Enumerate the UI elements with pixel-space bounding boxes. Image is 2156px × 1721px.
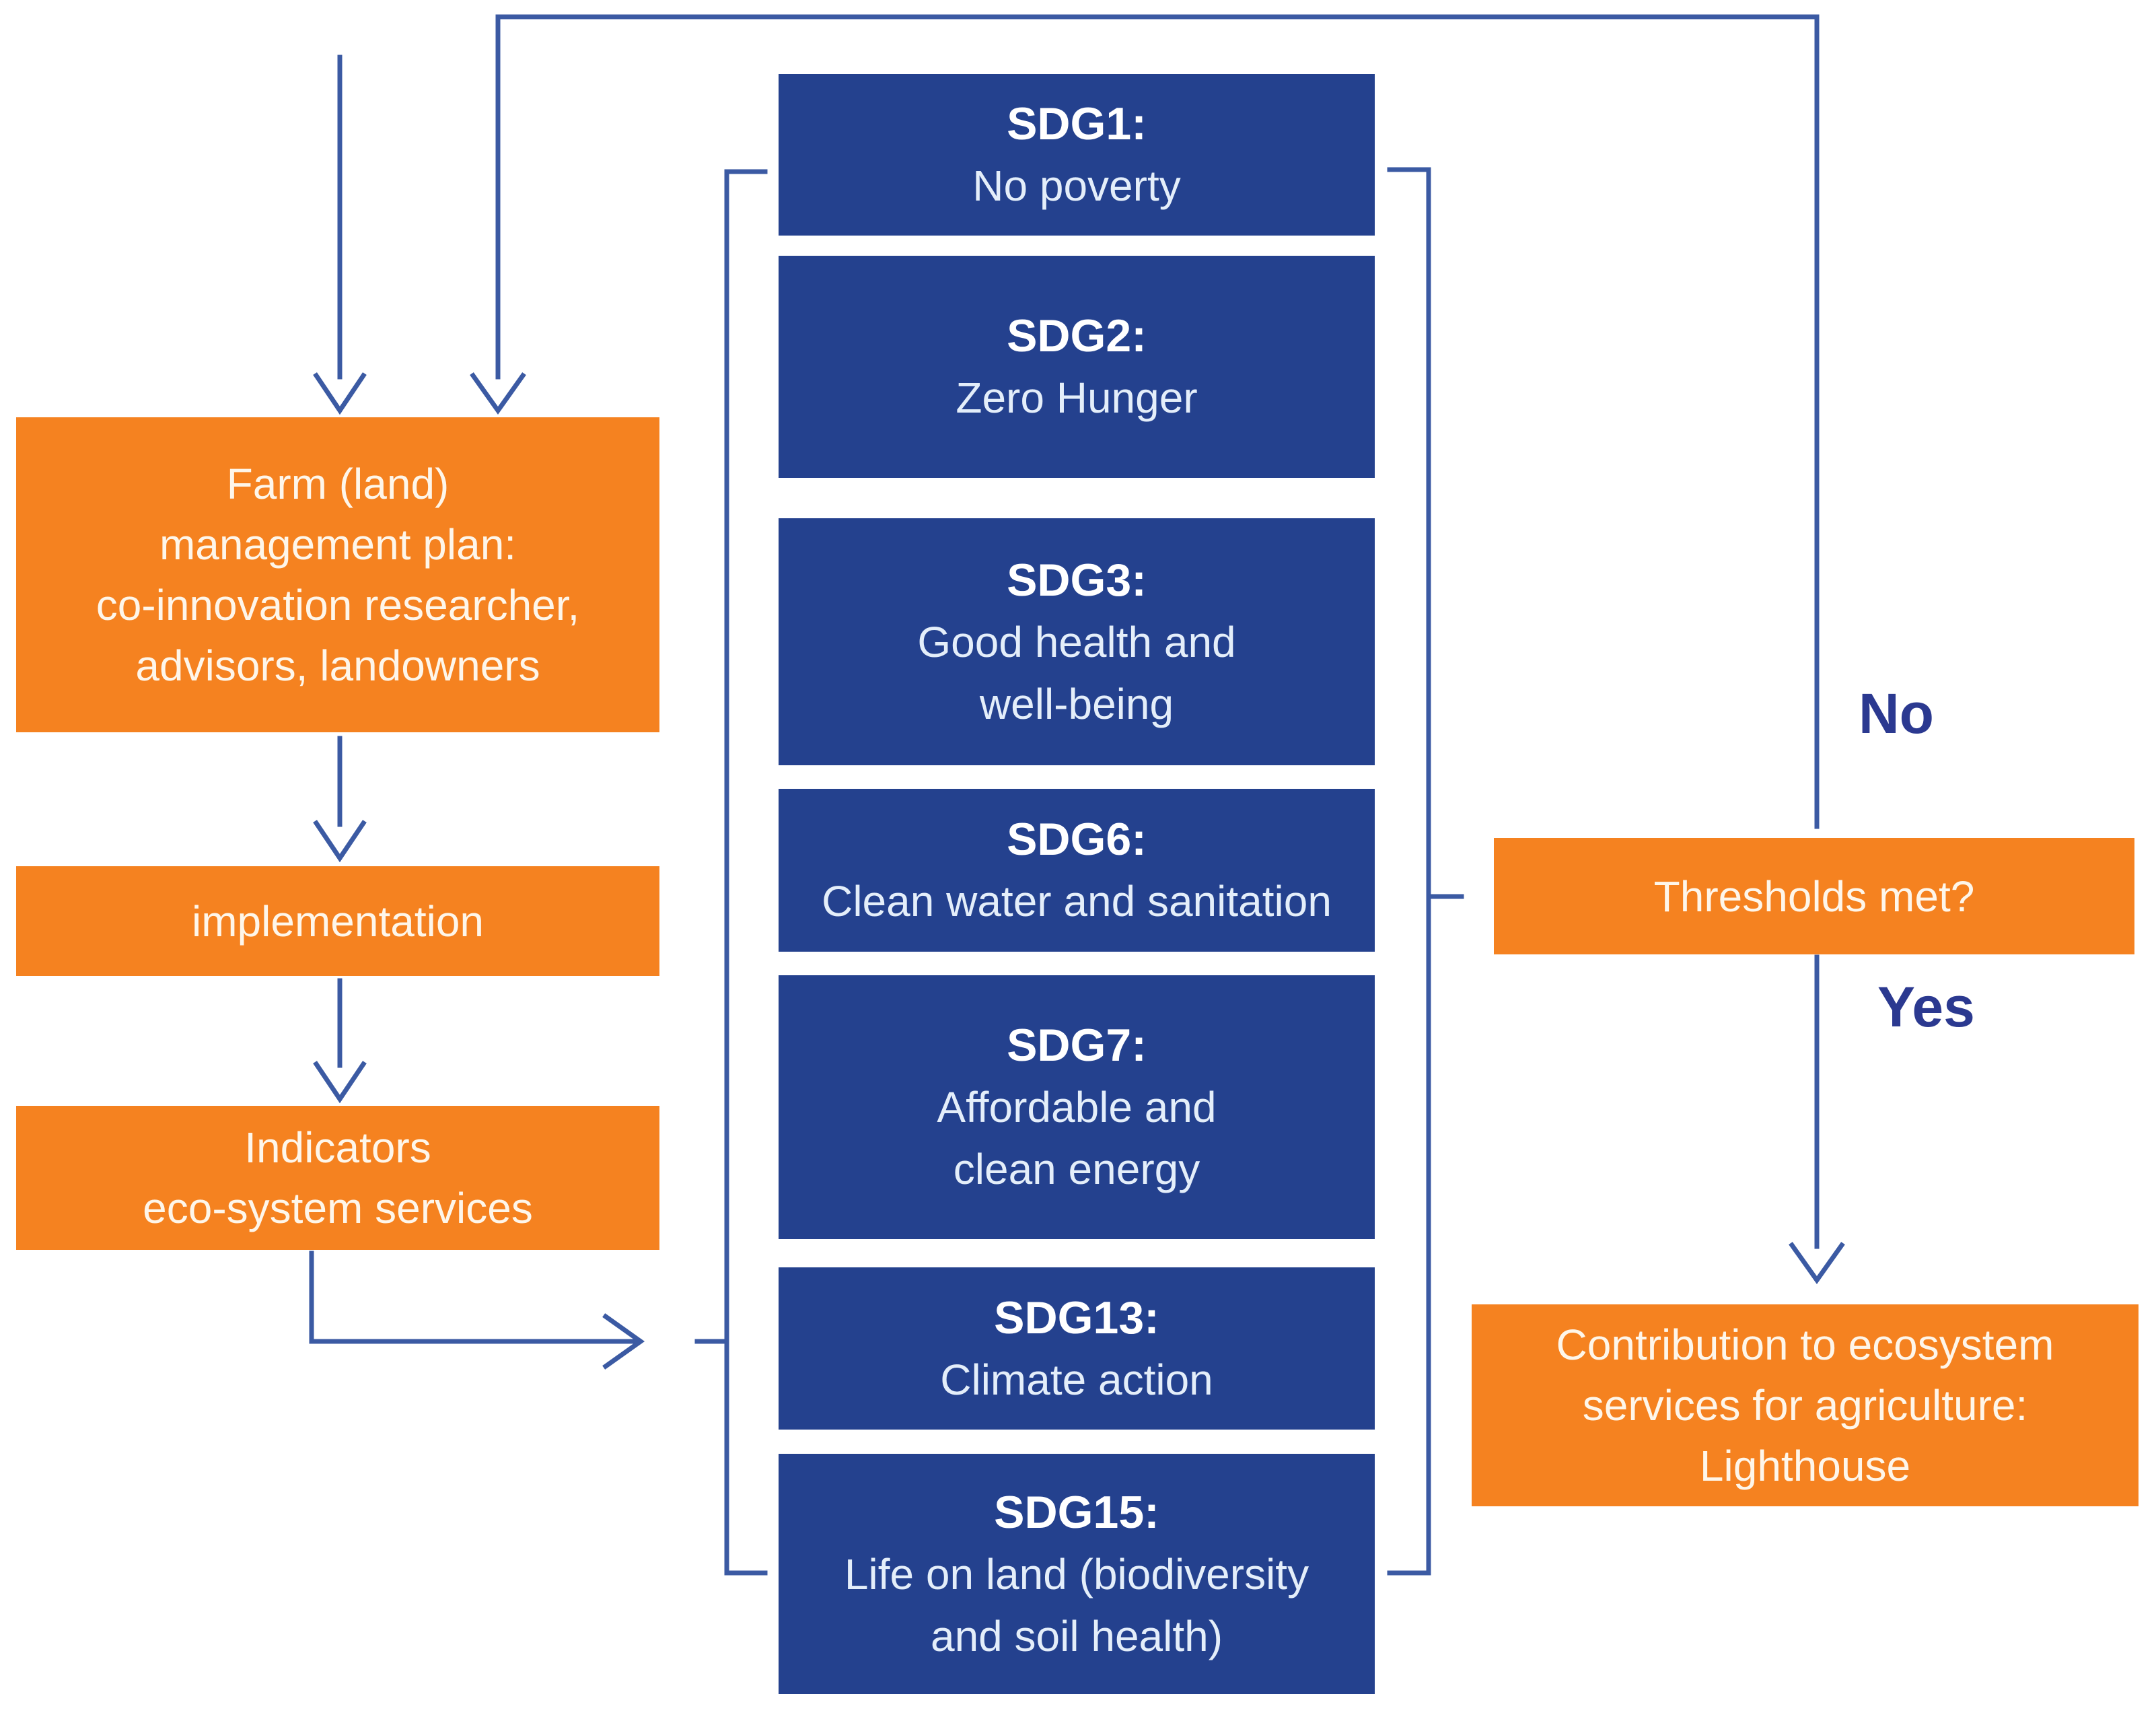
sdg7-box: SDG7: Affordable and clean energy [779, 975, 1375, 1239]
no-feedback-line [495, 14, 1820, 829]
sdg3-heading: SDG3: [1007, 554, 1147, 606]
sdg1-box: SDG1: No poverty [779, 74, 1375, 236]
sdg7-desc: clean energy [953, 1145, 1200, 1193]
contribution-box-line: Lighthouse [1699, 1442, 1911, 1490]
sdg7-desc: Affordable and [937, 1083, 1217, 1131]
arrowhead-down-icon [313, 372, 367, 415]
thresholds-met-decision-box: Thresholds met? [1494, 838, 2134, 954]
contribution-box-line: Contribution to ecosystem [1556, 1321, 2054, 1369]
indicators-box-line: Indicators [244, 1123, 431, 1172]
sdg15-desc: Life on land (biodiversity [844, 1549, 1309, 1599]
indicators-box-line: eco-system services [143, 1184, 533, 1232]
sdg2-heading: SDG2: [1007, 310, 1147, 361]
sdg13-heading: SDG13: [994, 1292, 1159, 1343]
sdg3-box: SDG3: Good health and well-being [779, 518, 1375, 765]
sdg2-desc: Zero Hunger [956, 374, 1198, 422]
arrowhead-right-icon [602, 1313, 645, 1370]
no-edge-label: No [1859, 682, 1934, 745]
implementation-box-line: implementation [192, 897, 484, 946]
sdg15-box: SDG15: Life on land (biodiversity and so… [779, 1454, 1375, 1694]
sdg13-desc: Climate action [940, 1355, 1213, 1404]
arrowhead-down-icon [470, 372, 526, 415]
farm-box-line: management plan: [159, 520, 517, 569]
farm-box-line: Farm (land) [226, 460, 450, 508]
sdg13-box: SDG13: Climate action [779, 1267, 1375, 1430]
indicators-box: Indicators eco-system services [16, 1106, 659, 1250]
contribution-box-line: services for agriculture: [1582, 1381, 2028, 1430]
thresholds-label: Thresholds met? [1653, 872, 1975, 921]
arrowhead-down-icon [313, 820, 367, 863]
arrowhead-down-icon [313, 1061, 367, 1104]
sdg7-heading: SDG7: [1007, 1020, 1147, 1071]
arrow-indicators-to-sdgs [309, 1251, 642, 1344]
sdg15-desc: and soil health) [930, 1611, 1223, 1660]
arrowhead-down-icon [1789, 1242, 1845, 1285]
sdg15-heading: SDG15: [994, 1486, 1159, 1538]
yes-edge-label: Yes [1877, 975, 1975, 1039]
farm-box-line: co-innovation researcher, [96, 581, 580, 629]
implementation-box: implementation [16, 866, 659, 976]
sdg6-heading: SDG6: [1007, 814, 1147, 865]
sdg1-heading: SDG1: [1007, 98, 1147, 149]
sdg6-box: SDG6: Clean water and sanitation [779, 789, 1375, 952]
sdg-right-bracket [1387, 167, 1431, 1576]
sdg-left-bracket [724, 169, 768, 1576]
sdg3-desc: well-being [979, 679, 1174, 728]
farm-box-line: advisors, landowners [135, 641, 540, 690]
farm-management-plan-box: Farm (land) management plan: co-innovati… [16, 417, 659, 732]
sdg1-desc: No poverty [972, 162, 1181, 210]
sdg3-desc: Good health and [917, 617, 1236, 666]
sdg2-box: SDG2: Zero Hunger [779, 256, 1375, 478]
sdg6-desc: Clean water and sanitation [822, 877, 1332, 925]
contribution-outcome-box: Contribution to ecosystem services for a… [1472, 1304, 2139, 1506]
